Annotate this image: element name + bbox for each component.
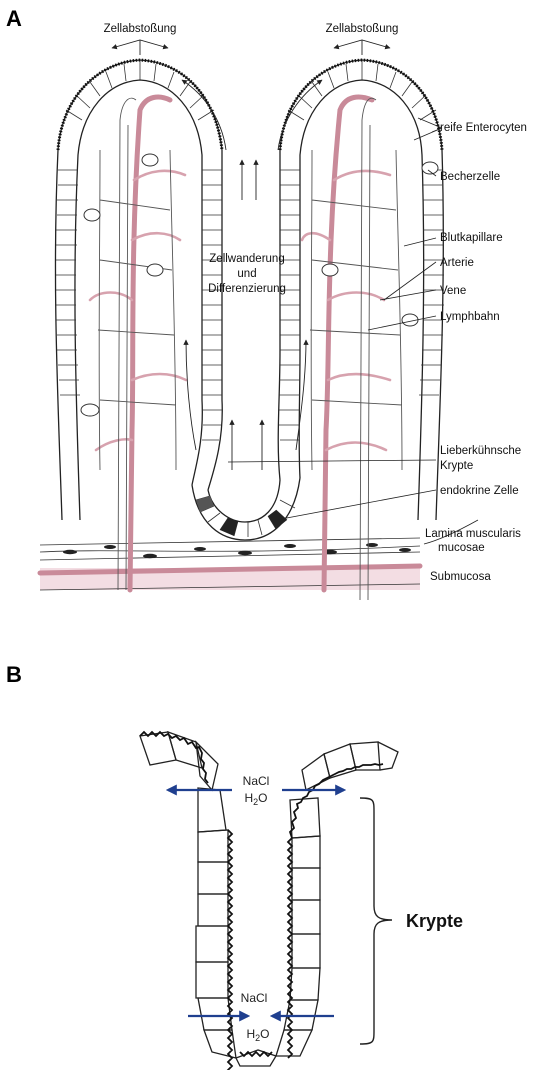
right-goblet-cells xyxy=(322,162,438,326)
muscularis-layer xyxy=(40,538,420,560)
crypt-right-wall xyxy=(276,836,320,1056)
endocrine-cell xyxy=(220,518,238,536)
label-crypt-b: Krypte xyxy=(406,911,463,931)
label-migration-line1: Zellwanderung xyxy=(209,253,284,265)
label-crypt-line1: Lieberkühnsche xyxy=(440,445,521,457)
label-vein: Vene xyxy=(440,285,466,297)
label-cell-shedding-left: Zellabstoßung xyxy=(104,23,177,35)
label-mature-enterocytes: reife Enterocyten xyxy=(440,122,527,134)
label-blood-capillary: Blutkapillare xyxy=(440,232,503,244)
crypt-bracket xyxy=(360,798,392,1044)
label-migration-line3: Differenzierung xyxy=(208,283,286,295)
label-endocrine-cell: endokrine Zelle xyxy=(440,485,519,497)
label-crypt-line2: Krypte xyxy=(440,460,473,472)
label-muscularis-line1: Lamina muscularis xyxy=(425,528,521,540)
left-villus xyxy=(55,60,222,590)
right-villus xyxy=(278,60,444,600)
label-cell-shedding-right: Zellabstoßung xyxy=(326,23,399,35)
label-artery: Arterie xyxy=(440,257,474,269)
label-goblet-cell: Becherzelle xyxy=(440,171,500,183)
label-submucosa: Submucosa xyxy=(430,571,491,583)
label-nacl-bottom: NaCl xyxy=(241,991,268,1005)
label-water-top: H2O xyxy=(244,791,267,807)
label-muscularis-line2: mucosae xyxy=(438,542,485,554)
label-migration-line2: und xyxy=(237,268,256,280)
label-water-bottom: H2O xyxy=(246,1027,269,1043)
label-nacl-top: NaCl xyxy=(243,774,270,788)
panel-a-illustration xyxy=(40,40,478,600)
left-goblet-cells xyxy=(81,154,163,416)
label-lymph-vessel: Lymphbahn xyxy=(440,311,500,323)
